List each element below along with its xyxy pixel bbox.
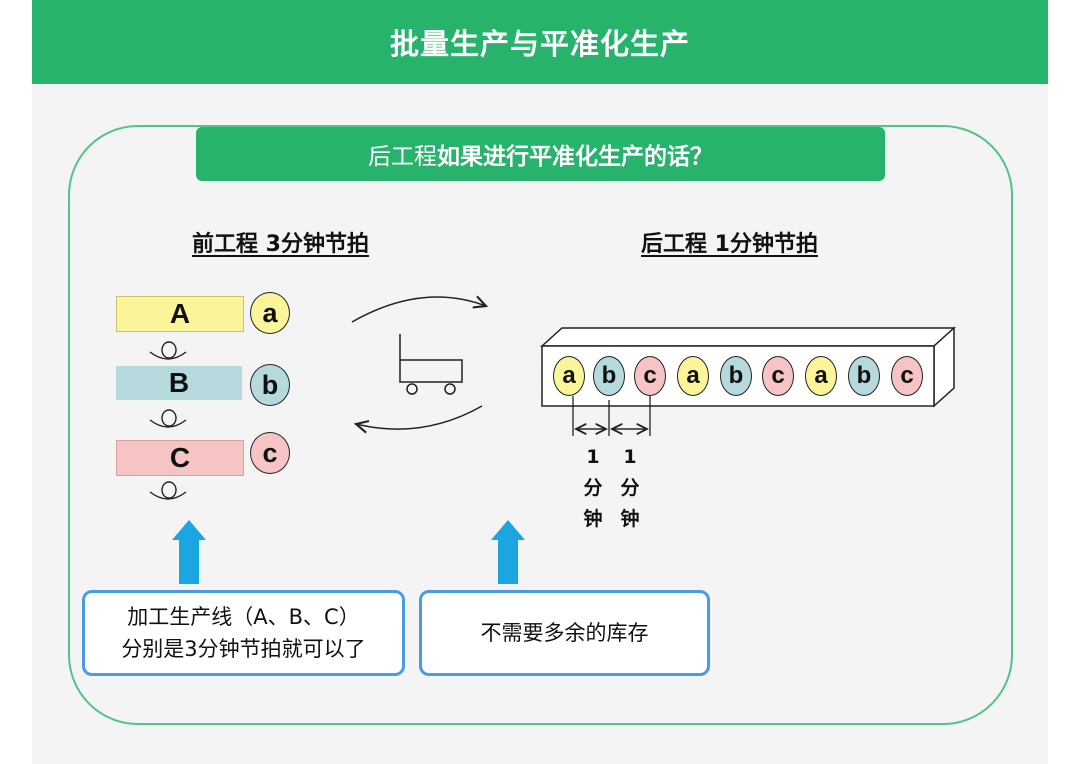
interval-number: 1 [586,446,600,468]
right-section-title: 后工程 1分钟节拍 [641,232,818,257]
left-note-line-2: 分别是3分钟节拍就可以了 [121,637,366,661]
interval-unit-2: 钟 [583,508,603,530]
slide: 批量生产与平准化生产 后工程如果进行平准化生产的话？ 前工程 3分钟节拍 后工程… [32,0,1048,764]
spring-icon [149,341,187,360]
interval-unit-1: 分 [583,477,603,499]
line-c-bar: C [116,440,244,476]
right-note-text: 不需要多余的库存 [480,621,649,645]
line-c-label: C [169,442,191,473]
cart-icon [399,334,463,395]
conveyor-part: a [677,356,709,396]
line-a-bar: A [116,296,244,332]
interval-markers [572,396,651,436]
part-a-circle: a [250,292,290,334]
part-c-circle: c [250,432,290,474]
subtitle-suffix: 如果进行平准化生产的话？ [437,144,713,170]
interval-number: 1 [623,446,637,468]
conveyor-part: c [891,356,923,396]
content-frame [68,125,1013,725]
left-note-box: 加工生产线（A、B、C） 分别是3分钟节拍就可以了 [82,590,405,676]
subtitle-bar: 后工程如果进行平准化生产的话？ [196,127,885,181]
conveyor-part: a [553,356,585,396]
line-a-label: A [169,298,191,329]
spring-icon [149,409,187,428]
curved-arrow-icon [356,405,483,429]
page-title: 批量生产与平准化生产 [32,0,1048,84]
page-title-text: 批量生产与平准化生产 [389,27,690,61]
conveyor-part: b [848,356,880,396]
interval-label-2: 1 分 钟 [618,442,642,535]
conveyor-part: a [805,356,837,396]
line-b-bar: B [116,366,242,400]
line-b-label: B [168,367,190,398]
right-note-box: 不需要多余的库存 [419,590,710,676]
part-b-circle: b [250,364,290,406]
left-section-title: 前工程 3分钟节拍 [192,232,369,257]
conveyor-part: b [720,356,752,396]
interval-unit-1: 分 [620,477,640,499]
conveyor-part: c [634,356,666,396]
spring-icon [149,481,187,500]
up-arrow-icon [491,520,525,584]
conveyor-part: b [593,356,625,396]
left-note-line-1: 加工生产线（A、B、C） [127,605,360,629]
up-arrow-icon [172,520,206,584]
conveyor-part: c [762,356,794,396]
interval-unit-2: 钟 [620,508,640,530]
subtitle-prefix: 后工程 [368,144,437,170]
curved-arrow-icon [351,297,486,323]
interval-label-1: 1 分 钟 [581,442,605,535]
